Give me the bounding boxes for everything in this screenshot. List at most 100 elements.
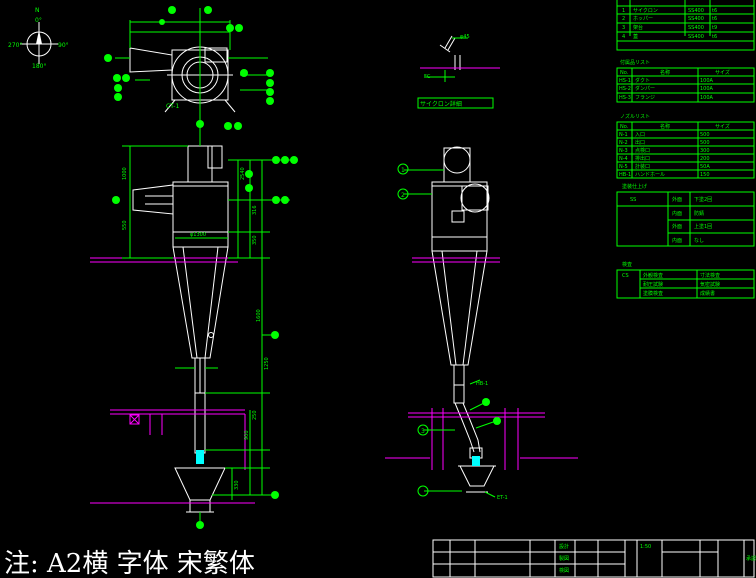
t1-r3-c2: SS400 <box>688 34 704 40</box>
compass-north: N <box>35 7 40 14</box>
title-label-1: 設計 <box>559 543 569 550</box>
t3-r4-c2: 50A <box>700 164 710 170</box>
table-4 <box>616 191 755 247</box>
t2-h2: サイズ <box>715 69 730 76</box>
t2-r2-c0: HS-3 <box>619 95 631 101</box>
side-hb-label: HB-1 <box>476 381 488 387</box>
t1-r3-c1: 蓋 <box>633 33 638 40</box>
front-dim-left-2: 550 <box>122 220 128 230</box>
detail-view: φ45 FC サイクロン詳細 <box>417 34 500 109</box>
title-label-2: 製図 <box>559 555 569 562</box>
t4-r0-c1: 外面 <box>672 196 682 203</box>
front-balloons <box>112 156 298 529</box>
front-dim-right-2: 316 <box>252 205 258 215</box>
front-dim-right-6: 250 <box>252 410 258 420</box>
t3-h2: サイズ <box>715 123 730 130</box>
t4-r1-c1: 内面 <box>672 210 682 217</box>
t4-r3-c1: 内面 <box>672 237 682 244</box>
t1-r0-c3: t6 <box>712 8 717 14</box>
front-dim-right-1: 2540 <box>240 167 246 180</box>
t2-h1: 名称 <box>660 69 670 76</box>
front-dia-label: φ1300 <box>190 232 206 238</box>
t1-r2-c2: SS400 <box>688 25 704 31</box>
t1-r0-c1: サイクロン <box>633 8 658 14</box>
top-view-label: CT-1 <box>166 103 179 110</box>
t3-r2-c2: 300 <box>700 148 710 154</box>
t4-r1-c2: 防錆 <box>694 210 704 217</box>
t1-r1-c0: 2 <box>622 16 625 22</box>
t5-title: 検査 <box>622 261 632 268</box>
t5-r0-c1: 外観検査 <box>643 272 663 279</box>
t5-r0-c0: CS <box>622 273 629 279</box>
front-dim-right-5: 1250 <box>264 357 270 370</box>
table-2 <box>616 67 755 103</box>
front-dim-right-7: 900 <box>244 430 250 440</box>
front-dimensions <box>122 120 295 524</box>
t3-title: ノズルリスト <box>620 113 650 120</box>
t2-r1-c1: ダンパー <box>635 85 655 92</box>
table-1 <box>616 0 755 51</box>
t3-r3-c1: 排出口 <box>635 155 650 162</box>
compass-right: 90° <box>58 42 69 49</box>
t1-r2-c1: 架台 <box>633 24 643 31</box>
t3-r5-c0: HB-1 <box>619 172 631 178</box>
t3-r5-c2: 150 <box>700 172 710 178</box>
t5-r1-c2: 気密試験 <box>700 281 720 288</box>
t5-r2-c2: 成績書 <box>700 290 715 297</box>
front-dim-right-8: 330 <box>234 480 240 490</box>
t1-r0-c0: 1 <box>622 8 625 14</box>
front-dim-left-1: 1000 <box>122 167 128 180</box>
t2-title: 付属品リスト <box>620 59 650 66</box>
t5-r2-c1: 塗膜検査 <box>643 290 663 297</box>
t2-r0-c0: HS-1 <box>619 78 631 84</box>
t2-r1-c0: HS-2 <box>619 86 631 92</box>
t3-r2-c0: N-3 <box>619 148 628 154</box>
top-view-balloons <box>104 6 274 130</box>
t1-r1-c2: SS400 <box>688 16 704 22</box>
t3-r1-c2: 500 <box>700 140 710 146</box>
t1-r1-c1: ホッパー <box>633 16 653 22</box>
t3-h1: 名称 <box>660 123 670 130</box>
detail-label-fc: FC <box>424 74 431 80</box>
detail-title: サイクロン詳細 <box>420 100 462 108</box>
side-platform <box>385 257 578 470</box>
t5-r1-c1: 耐圧試験 <box>643 281 663 288</box>
t4-r0-c2: 下塗2回 <box>694 196 712 203</box>
t2-r0-c2: 100A <box>700 78 714 84</box>
front-platform <box>90 257 255 504</box>
t3-r1-c0: N-2 <box>619 140 628 146</box>
side-elevation: 1 2 3 HB-1 ET-1 <box>385 146 578 501</box>
table-5 <box>616 269 755 299</box>
compass: N 0° 270° 90° 180° <box>8 7 69 70</box>
t1-r3-c3: t6 <box>712 34 717 40</box>
t2-r2-c2: 100A <box>700 95 714 101</box>
compass-left: 270° <box>8 42 22 49</box>
t4-r2-c2: 上塗1回 <box>694 223 712 230</box>
t3-r0-c0: N-1 <box>619 132 628 138</box>
t2-h0: No. <box>620 70 629 76</box>
t3-r1-c1: 出口 <box>635 139 645 146</box>
side-balloon-3: 3 <box>421 428 425 435</box>
front-elevation: 1000 550 2540 316 350 1600 1250 250 900 … <box>90 120 298 529</box>
title-scale: 1:50 <box>640 544 651 550</box>
t3-h0: No. <box>620 124 629 130</box>
side-valve <box>472 456 480 466</box>
t3-r4-c1: 計装口 <box>635 163 650 170</box>
t2-r0-c1: ダクト <box>635 77 650 84</box>
t3-r0-c1: 入口 <box>635 132 645 138</box>
t2-r2-c1: フランジ <box>635 95 655 101</box>
t1-r2-c0: 3 <box>622 25 625 31</box>
t3-r5-c1: ハンドホール <box>635 172 665 178</box>
t1-r2-c3: t9 <box>712 25 717 31</box>
front-dim-right-4: 1600 <box>256 309 262 322</box>
title-block <box>432 539 755 578</box>
compass-top: 0° <box>35 17 42 24</box>
t4-title: 塗装仕上げ <box>622 183 647 190</box>
t4-r2-c1: 外面 <box>672 223 682 230</box>
t2-r1-c2: 100A <box>700 86 714 92</box>
t3-r4-c0: N-5 <box>619 164 628 170</box>
side-balloons: 1 2 3 <box>397 163 501 497</box>
front-valve <box>196 450 204 464</box>
side-balloon-2: 2 <box>401 192 405 199</box>
